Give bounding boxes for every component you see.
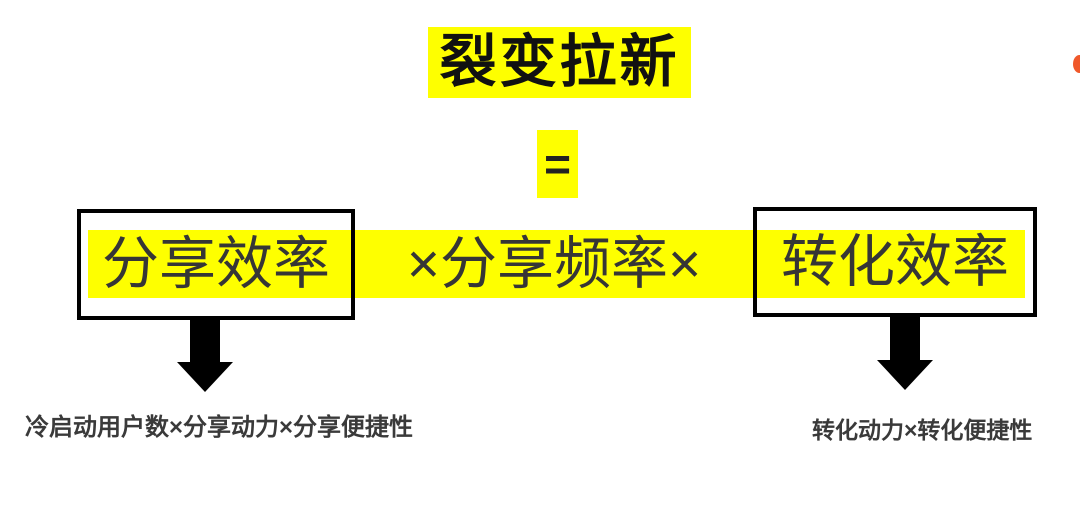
term-share-efficiency: 分享效率 <box>102 232 330 296</box>
share-efficiency-box <box>77 209 355 320</box>
title-highlight: 裂变拉新 <box>428 27 691 98</box>
term-share-frequency: ×分享频率× <box>406 231 702 296</box>
formula-highlight-band <box>88 230 1025 298</box>
conversion-efficiency-box <box>753 207 1037 317</box>
down-arrow-right-icon <box>877 360 933 390</box>
down-arrow-left-shaft <box>190 318 220 362</box>
edge-marker-dot-icon <box>1073 55 1080 73</box>
diagram-title: 裂变拉新 <box>439 30 680 94</box>
term-conversion-efficiency: 转化效率 <box>781 229 1009 294</box>
conversion-breakdown-caption: 转化动力×转化便捷性 <box>812 417 1033 443</box>
share-breakdown-caption: 冷启动用户数×分享动力×分享便捷性 <box>25 414 414 441</box>
down-arrow-right-shaft <box>890 315 920 360</box>
equals-sign: = <box>544 138 571 190</box>
equals-highlight: = <box>537 130 578 198</box>
down-arrow-left-icon <box>177 362 233 392</box>
